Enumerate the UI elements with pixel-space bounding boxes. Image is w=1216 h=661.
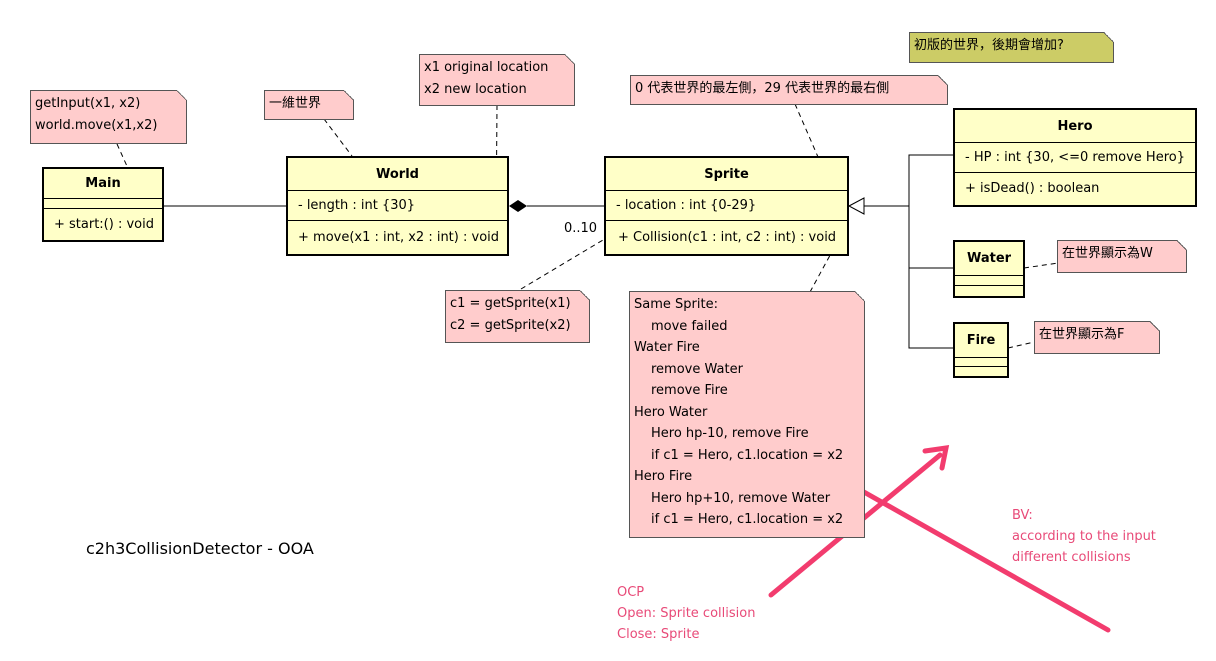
composition-diamond [509,200,527,212]
class-water[interactable]: Water [953,240,1025,298]
anchor-getsprite-note [520,236,609,290]
note-collision-line: remove Water [651,361,743,377]
note-collision-line: Hero Water [634,404,708,420]
class-sprite-method: + Collision(c1 : int, c2 : int) : void [618,230,837,245]
annotation-bv-line: different collisions [1012,550,1131,565]
class-main-method: + start:() : void [54,217,154,232]
note-world-line: 一維世界 [269,96,322,111]
class-main-attributes [44,199,162,209]
class-hero-name: Hero [955,110,1195,143]
annotation-bv: BV: according to the input different col… [1012,505,1156,568]
note-collision-line: if c1 = Hero, c1.location = x2 [651,447,844,463]
class-main[interactable]: Main + start:() : void [42,167,164,242]
class-water-attributes [955,276,1023,286]
note-collision-line: Hero hp-10, remove Fire [651,426,809,441]
class-hero-attribute: - HP : int {30, <=0 remove Hero} [955,143,1195,173]
class-world[interactable]: World - length : int {30} + move(x1 : in… [286,156,509,256]
note-main-line: world.move(x1,x2) [35,118,158,133]
annotation-ocp-line: Close: Sprite [617,627,700,642]
note-collision-line: move failed [651,318,728,334]
note-collision-line: if c1 = Hero, c1.location = x2 [651,512,844,527]
class-hero[interactable]: Hero - HP : int {30, <=0 remove Hero} + … [953,108,1197,207]
anchor-water-note [1023,262,1059,269]
note-fire-line: 在世界顯示為F [1039,327,1125,342]
generalization-triangle [847,197,865,215]
annotation-bv-line: according to the input [1012,529,1156,544]
note-getsprite[interactable]: c1 = getSprite(x1) c2 = getSprite(x2) [445,290,590,343]
note-collision-line: Hero Fire [634,469,693,484]
note-version[interactable]: 初版的世界，後期會增加? [909,32,1114,63]
class-world-attribute: - length : int {30} [288,191,507,221]
note-collision-line: Hero hp+10, remove Water [651,490,831,506]
annotation-ocp-line: Open: Sprite collision [617,606,756,621]
note-water[interactable]: 在世界顯示為W [1057,240,1187,273]
class-water-methods [955,286,1023,296]
note-version-line: 初版的世界，後期會增加? [914,38,1064,53]
class-sprite-name: Sprite [606,158,847,191]
note-fire[interactable]: 在世界顯示為F [1034,321,1160,354]
class-fire-attributes [955,358,1007,367]
class-sprite[interactable]: Sprite - location : int {0-29} + Collisi… [604,156,849,256]
note-getsprite-line: c2 = getSprite(x2) [450,318,571,333]
class-hero-method: + isDead() : boolean [965,181,1100,196]
class-world-method: + move(x1 : int, x2 : int) : void [298,230,500,245]
class-main-name: Main [44,169,162,199]
note-move-line: x2 new location [424,82,527,97]
diagram-title: c2h3CollisionDetector - OOA [86,539,314,558]
note-collision-line: Water Fire [634,340,700,355]
anchor-fire-note [1007,341,1035,349]
note-move[interactable]: x1 original location x2 new location [419,54,575,106]
class-world-name: World [288,158,507,191]
class-water-name: Water [955,242,1023,276]
annotation-ocp: OCP Open: Sprite collision Close: Sprite [617,582,755,645]
class-fire[interactable]: Fire [953,322,1009,378]
class-sprite-attribute: - location : int {0-29} [606,191,847,221]
note-location[interactable]: 0 代表世界的最左側，29 代表世界的最右側 [630,75,948,105]
anchor-world-note [323,118,353,157]
note-main-line: getInput(x1, x2) [35,96,141,111]
class-fire-methods [955,367,1007,376]
note-main[interactable]: getInput(x1, x2) world.move(x1,x2) [30,90,187,144]
ocp-arrow-head [922,445,950,471]
note-collision-line: remove Fire [651,383,728,398]
class-fire-name: Fire [955,324,1007,358]
multiplicity-label: 0..10 [564,221,598,236]
note-water-line: 在世界顯示為W [1062,246,1153,261]
note-getsprite-line: c1 = getSprite(x1) [450,296,571,311]
note-location-line: 0 代表世界的最左側，29 代表世界的最右側 [635,81,890,96]
note-world[interactable]: 一維世界 [264,90,354,120]
note-collision-line: Same Sprite: [634,297,718,312]
annotation-bv-line: BV: [1012,508,1033,523]
annotation-ocp-line: OCP [617,585,645,600]
note-move-line: x1 original location [424,60,549,75]
